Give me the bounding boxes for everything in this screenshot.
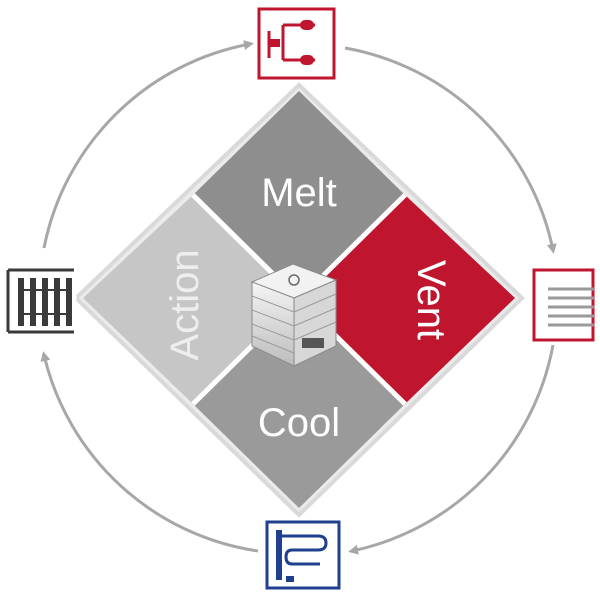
arrow-right-to-bottom [348, 344, 555, 555]
label-vent: Vent [409, 260, 453, 340]
label-cool: Cool [258, 401, 340, 445]
label-action: Action [163, 249, 207, 360]
quadrant-cool[interactable] [193, 298, 405, 508]
cycle-ring [40, 40, 557, 555]
machine-illustration [250, 263, 338, 367]
heater-element-icon[interactable] [5, 265, 77, 337]
quadrants [83, 91, 515, 508]
arrow-bottom-to-left [40, 351, 259, 553]
cooling-coil-icon[interactable] [265, 520, 341, 590]
label-melt: Melt [261, 171, 337, 215]
vent-lines-icon[interactable] [532, 268, 595, 342]
arrow-top-to-right [344, 46, 557, 254]
arrow-left-to-top [42, 40, 254, 249]
circuit-schematic-icon[interactable] [257, 7, 336, 80]
